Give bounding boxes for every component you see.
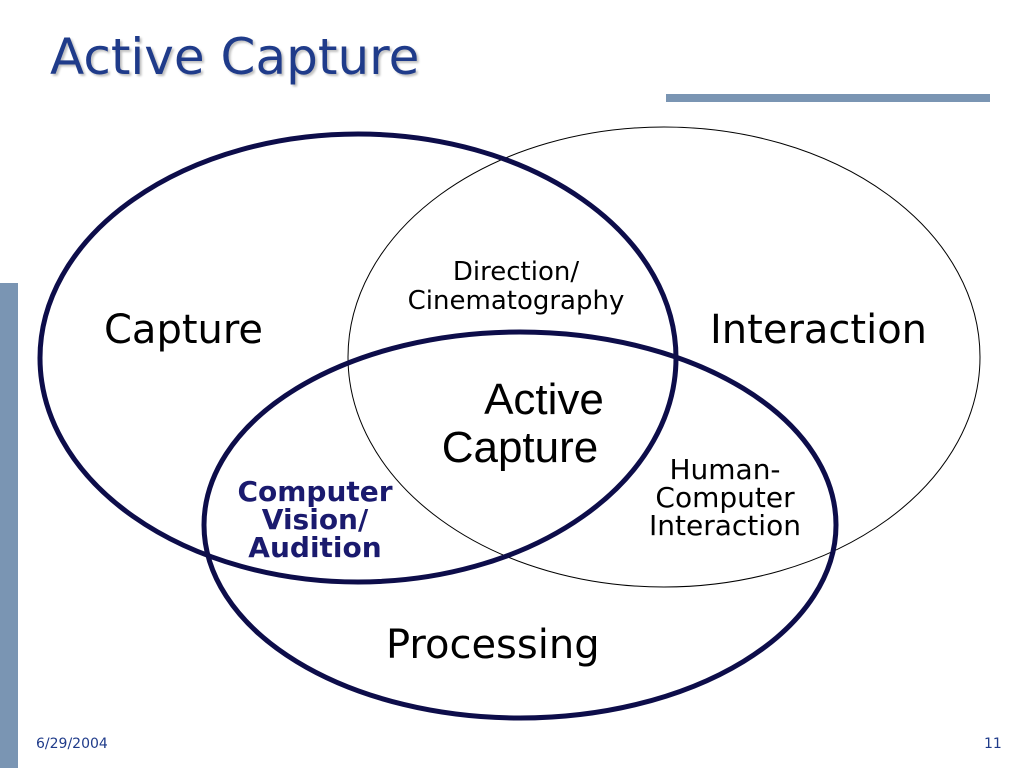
direction-cinematography-label: Direction/ Cinematography bbox=[366, 258, 666, 316]
capture-label: Capture bbox=[104, 307, 264, 353]
interaction-circle bbox=[347, 126, 981, 588]
processing-label: Processing bbox=[386, 622, 600, 668]
human-computer-interaction-label: Human- Computer Interaction bbox=[622, 456, 828, 540]
processing-circle bbox=[201, 329, 839, 721]
footer-date: 6/29/2004 bbox=[36, 736, 108, 752]
computer-vision-audition-label: Computer Vision/ Audition bbox=[215, 478, 415, 562]
interaction-label: Interaction bbox=[710, 307, 928, 353]
cv-line-3: Audition bbox=[248, 531, 382, 564]
hci-line-3: Interaction bbox=[649, 509, 801, 542]
cv-line-1: Computer bbox=[237, 475, 393, 508]
hci-line-2: Computer bbox=[655, 481, 795, 514]
active-line: Active bbox=[484, 375, 604, 424]
hci-line-1: Human- bbox=[669, 453, 781, 486]
capture-line: Capture bbox=[441, 423, 599, 472]
left-accent-bar bbox=[0, 283, 18, 768]
cinematography-line: Cinematography bbox=[407, 286, 625, 316]
slide-title: Active Capture bbox=[50, 28, 420, 86]
direction-line: Direction/ bbox=[452, 257, 580, 287]
cv-line-2: Vision/ bbox=[261, 503, 369, 536]
title-underline-rule bbox=[666, 94, 990, 102]
active-capture-center-label: Active Capture bbox=[400, 376, 640, 472]
footer-page-number: 11 bbox=[984, 736, 1002, 752]
